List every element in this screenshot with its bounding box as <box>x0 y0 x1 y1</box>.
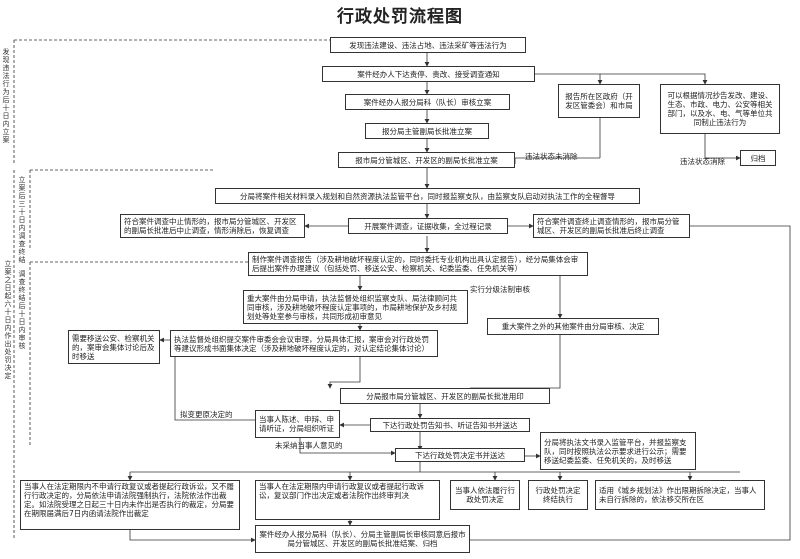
node-discover: 发现违法建设、违法占地、违法采矿等违法行为 <box>330 37 526 53</box>
node-other-case-review: 重大案件之外的其他案件由分局审核、决定 <box>487 318 659 335</box>
node-notify-depts: 可以根据情况抄告发改、建设、生态、市政、电力、公安等相关部门，以及水、电、气等单… <box>660 84 780 134</box>
node-enter-platform: 分局将案件相关材料录入规划和自然资源执法监管平台，同时报监察支队，由监察支队启动… <box>215 188 640 204</box>
node-suspend-investigation: 符合案件调查中止情形的，报市局分管城区、开发区的副局长批准后中止调查，情形消除后… <box>120 214 305 238</box>
node-terminate-investigation: 符合案件调查终止调查情形的，报市局分管城区、开发区的副局长批准后终止调查 <box>533 214 690 238</box>
side-note-left-3: 立案之日起六十日内作出处罚决定 <box>4 260 12 380</box>
node-approve-seal: 分局报市局分管城区、开发区的副局长批准用印 <box>340 388 550 404</box>
node-transfer-police: 需要移送公安、检察机关的，案审会集体讨论后及时移送 <box>68 330 160 364</box>
node-demolish-transfer: 适用《城乡规划法》作出限期拆除决定，当事人未自行拆除的，依法移交所在区 <box>595 480 765 510</box>
node-committee-review: 执法监督处组织提交案件审委会会议审理，分局具体汇报，案审会对行政处罚等建议形成书… <box>170 330 438 357</box>
label-not-adopted: 未采纳当事人意见的 <box>275 441 343 450</box>
node-approve-register: 报分局主管副局长批准立案 <box>365 123 489 139</box>
node-notice-delivery: 下达行政处罚告知书、听证告知书并送达 <box>370 418 530 432</box>
label-illegal-cleared: 违法状态消除 <box>680 157 725 166</box>
label-illegal-not-cleared: 违法状态未消除 <box>525 152 578 161</box>
node-decision-delivery: 下达行政处罚决定书并送达 <box>395 448 525 462</box>
node-publish-platform: 分局将执法文书录入监管平台，并报监察支队，同时按照执法公示要求进行公示；需要移送… <box>540 432 696 470</box>
node-investigate: 开展案件调查，证据收集，全过程记录 <box>348 218 508 234</box>
side-note-left-1: 发现违法行为后十日内立案 <box>2 48 10 144</box>
node-archive-1: 归档 <box>740 150 776 166</box>
node-stop-notice: 案件经办人下达责停、责改、接受调查通知 <box>322 66 535 82</box>
node-terminate-execution: 行政处罚决定终结执行 <box>528 480 588 510</box>
node-register-review: 案件经办人报分局科（队长）审核立案 <box>345 94 510 110</box>
node-city-approve: 报市局分管城区、开发区的副局长批准立案 <box>338 152 515 168</box>
node-comply: 当事人依法履行行政处罚决定 <box>450 480 520 510</box>
node-investigation-report: 制作案件调查报告（涉及耕地破坏程度认定的，同时委托专业机构出具认定报告），经分局… <box>248 252 588 276</box>
page-title: 行政处罚流程图 <box>337 7 463 27</box>
node-court-enforcement: 当事人在法定期限内不申请行政复议或者提起行政诉讼，又不履行行政决定的，分局依法申… <box>20 480 240 530</box>
node-reconsideration: 当事人在法定期限内申请行政复议或者提起行政诉讼，复议部门作出决定或者法院作出终审… <box>255 480 440 520</box>
node-report-district: 报告所在区政府（开发区管委会）和市局 <box>558 84 640 118</box>
label-change-decision: 拟变更原决定的 <box>180 410 233 419</box>
label-tiered-review: 实行分级法制审核 <box>470 285 530 294</box>
node-hearing: 当事人陈述、申辩、申请听证，分局组织听证 <box>255 410 340 438</box>
node-close-archive: 案件经办人报分局科（队长）、分局主管副局长审核同意后报市局分管城区、开发区的副局… <box>255 525 470 553</box>
side-note-left-2b: 调查终结后十日内审核 <box>18 270 26 350</box>
side-note-left-2a: 立案后三十日内调查终结 <box>18 176 26 264</box>
node-major-case-review: 重大案件由分局申请，执法监督处组织监察支队、局法律顾问共同审核，涉及耕地破坏程度… <box>243 290 468 324</box>
